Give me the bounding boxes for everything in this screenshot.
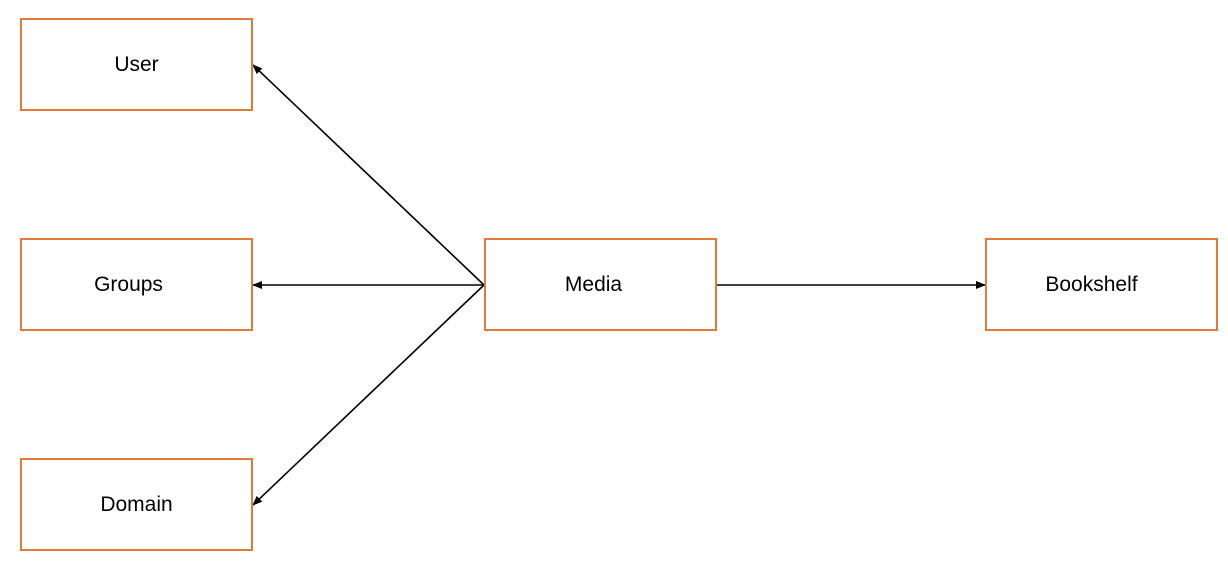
node-domain-label: Domain [100, 492, 173, 516]
node-user-label: User [114, 52, 159, 76]
node-groups-label: Groups [94, 272, 163, 296]
node-media-label: Media [564, 272, 623, 296]
node-media[interactable]: Media [484, 238, 717, 331]
edge-media-to-user [252, 64, 485, 286]
node-bookshelf[interactable]: Bookshelf [985, 238, 1218, 331]
node-domain[interactable]: Domain [20, 458, 253, 551]
node-user[interactable]: User [20, 18, 253, 111]
node-bookshelf-label: Bookshelf [1045, 272, 1138, 296]
node-groups[interactable]: Groups [20, 238, 253, 331]
edge-media-to-domain [252, 284, 485, 506]
